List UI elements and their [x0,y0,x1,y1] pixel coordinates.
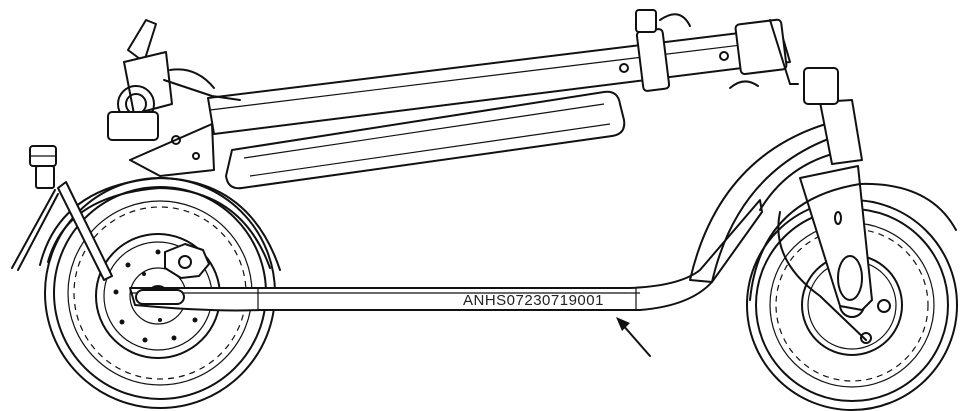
brake-lever [107,19,241,141]
front-fork [799,165,873,311]
head-tube [803,67,863,165]
pointer-arrow [616,317,651,357]
tail-light [29,145,57,189]
deck [129,199,763,312]
kickstand [57,181,113,281]
battery-pack [225,90,626,190]
folding-clamp [635,9,691,92]
brake-caliper [164,243,210,279]
stem-bracket [129,123,215,177]
serial-number-label: ANHS07230719001 [463,292,604,309]
rear-fender [39,177,281,271]
